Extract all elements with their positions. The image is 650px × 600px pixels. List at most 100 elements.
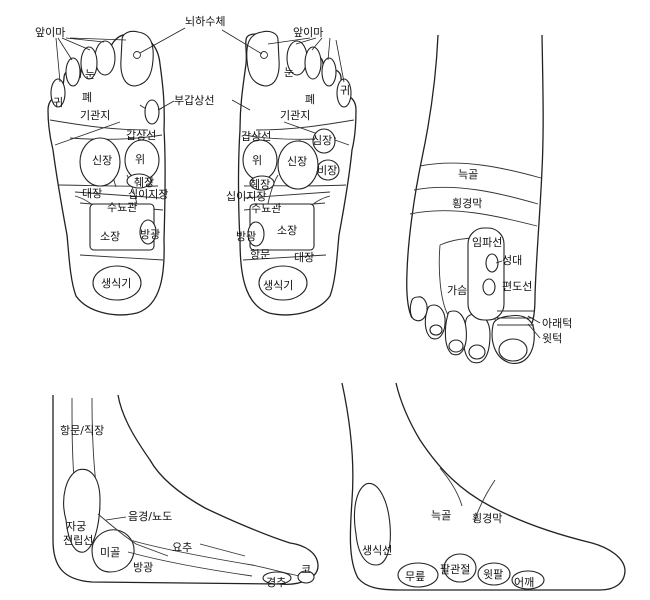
- outer-label-elbow: 팔관절: [440, 563, 470, 576]
- right-parathyroid-leader: [231, 99, 251, 111]
- left-toe-2: [94, 40, 116, 76]
- right-sole-outline: [237, 33, 357, 316]
- left-sinus-leaders: [55, 37, 127, 83]
- right-kidney-zone: [277, 140, 319, 190]
- right-label-sinus: 앞이마: [293, 26, 323, 39]
- right-label-small-intestine: 소장: [277, 224, 297, 237]
- foot-top-jaw-lines: [497, 310, 534, 326]
- right-label-stomach: 위: [252, 154, 262, 167]
- right-label-bladder: 방광: [236, 230, 256, 243]
- left-label-sinus: 앞이마: [35, 26, 65, 39]
- right-heart-spot: [312, 128, 336, 154]
- left-parathyroid-spot: [144, 99, 160, 125]
- left-pituitary-mark: [133, 51, 141, 59]
- right-toe-4: [321, 57, 337, 87]
- inner-foot-uterus-zone: [63, 468, 101, 553]
- foot-top-toenail-4: [429, 324, 443, 336]
- inner-label-prostate: 전립선: [63, 534, 93, 547]
- inner-label-uterus: 자궁: [66, 520, 86, 533]
- foot-top-toenail-3: [448, 339, 464, 353]
- foot-top-rib-band: [409, 162, 542, 227]
- left-label-ureter: 수뇨관: [107, 201, 137, 214]
- top-upper-jaw-leader: [527, 323, 541, 339]
- right-label-lung: 폐: [305, 93, 315, 106]
- left-parathyroid-leader: [157, 100, 175, 111]
- top-label-lymph: 임파선: [472, 236, 502, 249]
- left-bladder-spot: [139, 219, 157, 245]
- inner-foot-outline: [52, 394, 319, 585]
- inner-label-cervical: 경추: [266, 576, 286, 589]
- right-label-ear: 귀: [340, 84, 350, 97]
- right-label-spleen: 비장: [317, 164, 337, 177]
- foot-top-toe-5: [409, 296, 428, 322]
- left-label-small-intestine: 소장: [100, 230, 120, 243]
- inner-label-urethra: 음경/뇨도: [128, 510, 172, 523]
- outer-foot: 늑골 횡경막 생식선 무릎 팔관절 윗팔 어깨: [341, 382, 626, 591]
- outer-foot-elbow-zone: [443, 553, 477, 583]
- outer-label-genital: 생식선: [362, 544, 392, 557]
- foot-top: 늑골 횡경막 임파선 성대 가슴 편도선 아래턱 윗턱: [406, 34, 572, 364]
- foot-top-vocal-spot: [485, 253, 499, 273]
- right-genital-zone: [258, 265, 308, 301]
- left-sole-outline: [47, 33, 166, 316]
- left-toe-5: [50, 78, 66, 108]
- inner-label-coccyx: 미골: [100, 546, 120, 559]
- left-label-bladder: 방광: [140, 228, 160, 241]
- foot-top-toenail-2: [468, 344, 486, 360]
- left-label-pituitary: 뇌하수체: [185, 14, 225, 28]
- left-label-lung: 폐: [82, 91, 92, 104]
- inner-foot-urethra-line: [97, 513, 169, 557]
- right-pituitary-leader: [221, 29, 263, 55]
- left-toe-4: [65, 57, 81, 87]
- right-sinus-leaders: [267, 37, 345, 83]
- outer-label-rib: 늑골: [431, 509, 451, 522]
- left-label-stomach: 위: [135, 153, 145, 166]
- right-sole: 앞이마 눈 귀 폐 기관지 갑상선 심장 위 신장 비장 췌장 십이지장 수뇨관…: [221, 26, 357, 316]
- outer-label-knee: 무릎: [405, 570, 425, 583]
- inner-label-spine: 요추: [172, 541, 192, 554]
- outer-label-shoulder: 어깨: [514, 576, 534, 589]
- inner-label-rectum: 항문/직장: [60, 424, 104, 437]
- foot-top-big-toenail: [498, 338, 528, 362]
- left-label-pancreas: 췌장: [134, 176, 154, 189]
- left-label-bronchi: 기관지: [80, 109, 110, 122]
- foot-top-outline-left: [406, 34, 439, 319]
- top-label-rib: 늑골: [458, 168, 478, 181]
- right-label-colon: 대장: [294, 251, 314, 264]
- top-label-tonsil: 편도선: [502, 280, 532, 293]
- right-label-kidney: 신장: [287, 155, 307, 168]
- right-label-bronchi: 기관지: [280, 109, 310, 122]
- inner-foot-cervical-spot: [262, 571, 292, 585]
- inner-foot-nose-spot: [297, 570, 315, 584]
- right-toe-3: [304, 46, 322, 80]
- foot-top-tonsil-spot: [482, 278, 496, 296]
- left-label-kidney: 신장: [92, 154, 112, 167]
- left-label-ear: 귀: [53, 96, 63, 109]
- outer-foot-outline: [341, 382, 626, 591]
- outer-foot-shoulder-zone: [511, 570, 545, 590]
- inner-label-bladder: 방광: [133, 561, 153, 574]
- right-pancreas-spot: [249, 175, 275, 191]
- right-toe-5: [336, 78, 352, 108]
- foot-top-lymph-zone: [467, 227, 505, 321]
- right-label-eye: 눈: [284, 66, 294, 79]
- top-lower-jaw-leader: [527, 315, 541, 324]
- right-label-anus: 항문: [250, 248, 270, 261]
- left-pituitary-leader: [139, 27, 186, 54]
- right-label-thyroid: 갑상선: [241, 130, 271, 143]
- inner-foot-spine-lines: [127, 539, 301, 577]
- right-label-pancreas: 췌장: [250, 178, 270, 191]
- top-label-lower-jaw: 아래턱: [542, 317, 572, 330]
- left-label-thyroid: 갑상선: [126, 129, 156, 142]
- top-label-upper-jaw: 윗턱: [542, 332, 562, 345]
- left-label-genital: 생식기: [101, 277, 131, 290]
- outer-foot-rib-lines: [439, 467, 496, 523]
- inner-foot-coccyx-zone: [91, 529, 135, 573]
- left-label-colon: 대장: [82, 187, 102, 200]
- foot-top-outline-right: [530, 34, 544, 326]
- right-label-ureter: 수뇨관: [251, 202, 281, 215]
- left-pancreas-spot: [126, 173, 152, 189]
- right-bladder-spot: [247, 221, 265, 247]
- left-toe-3: [80, 46, 98, 80]
